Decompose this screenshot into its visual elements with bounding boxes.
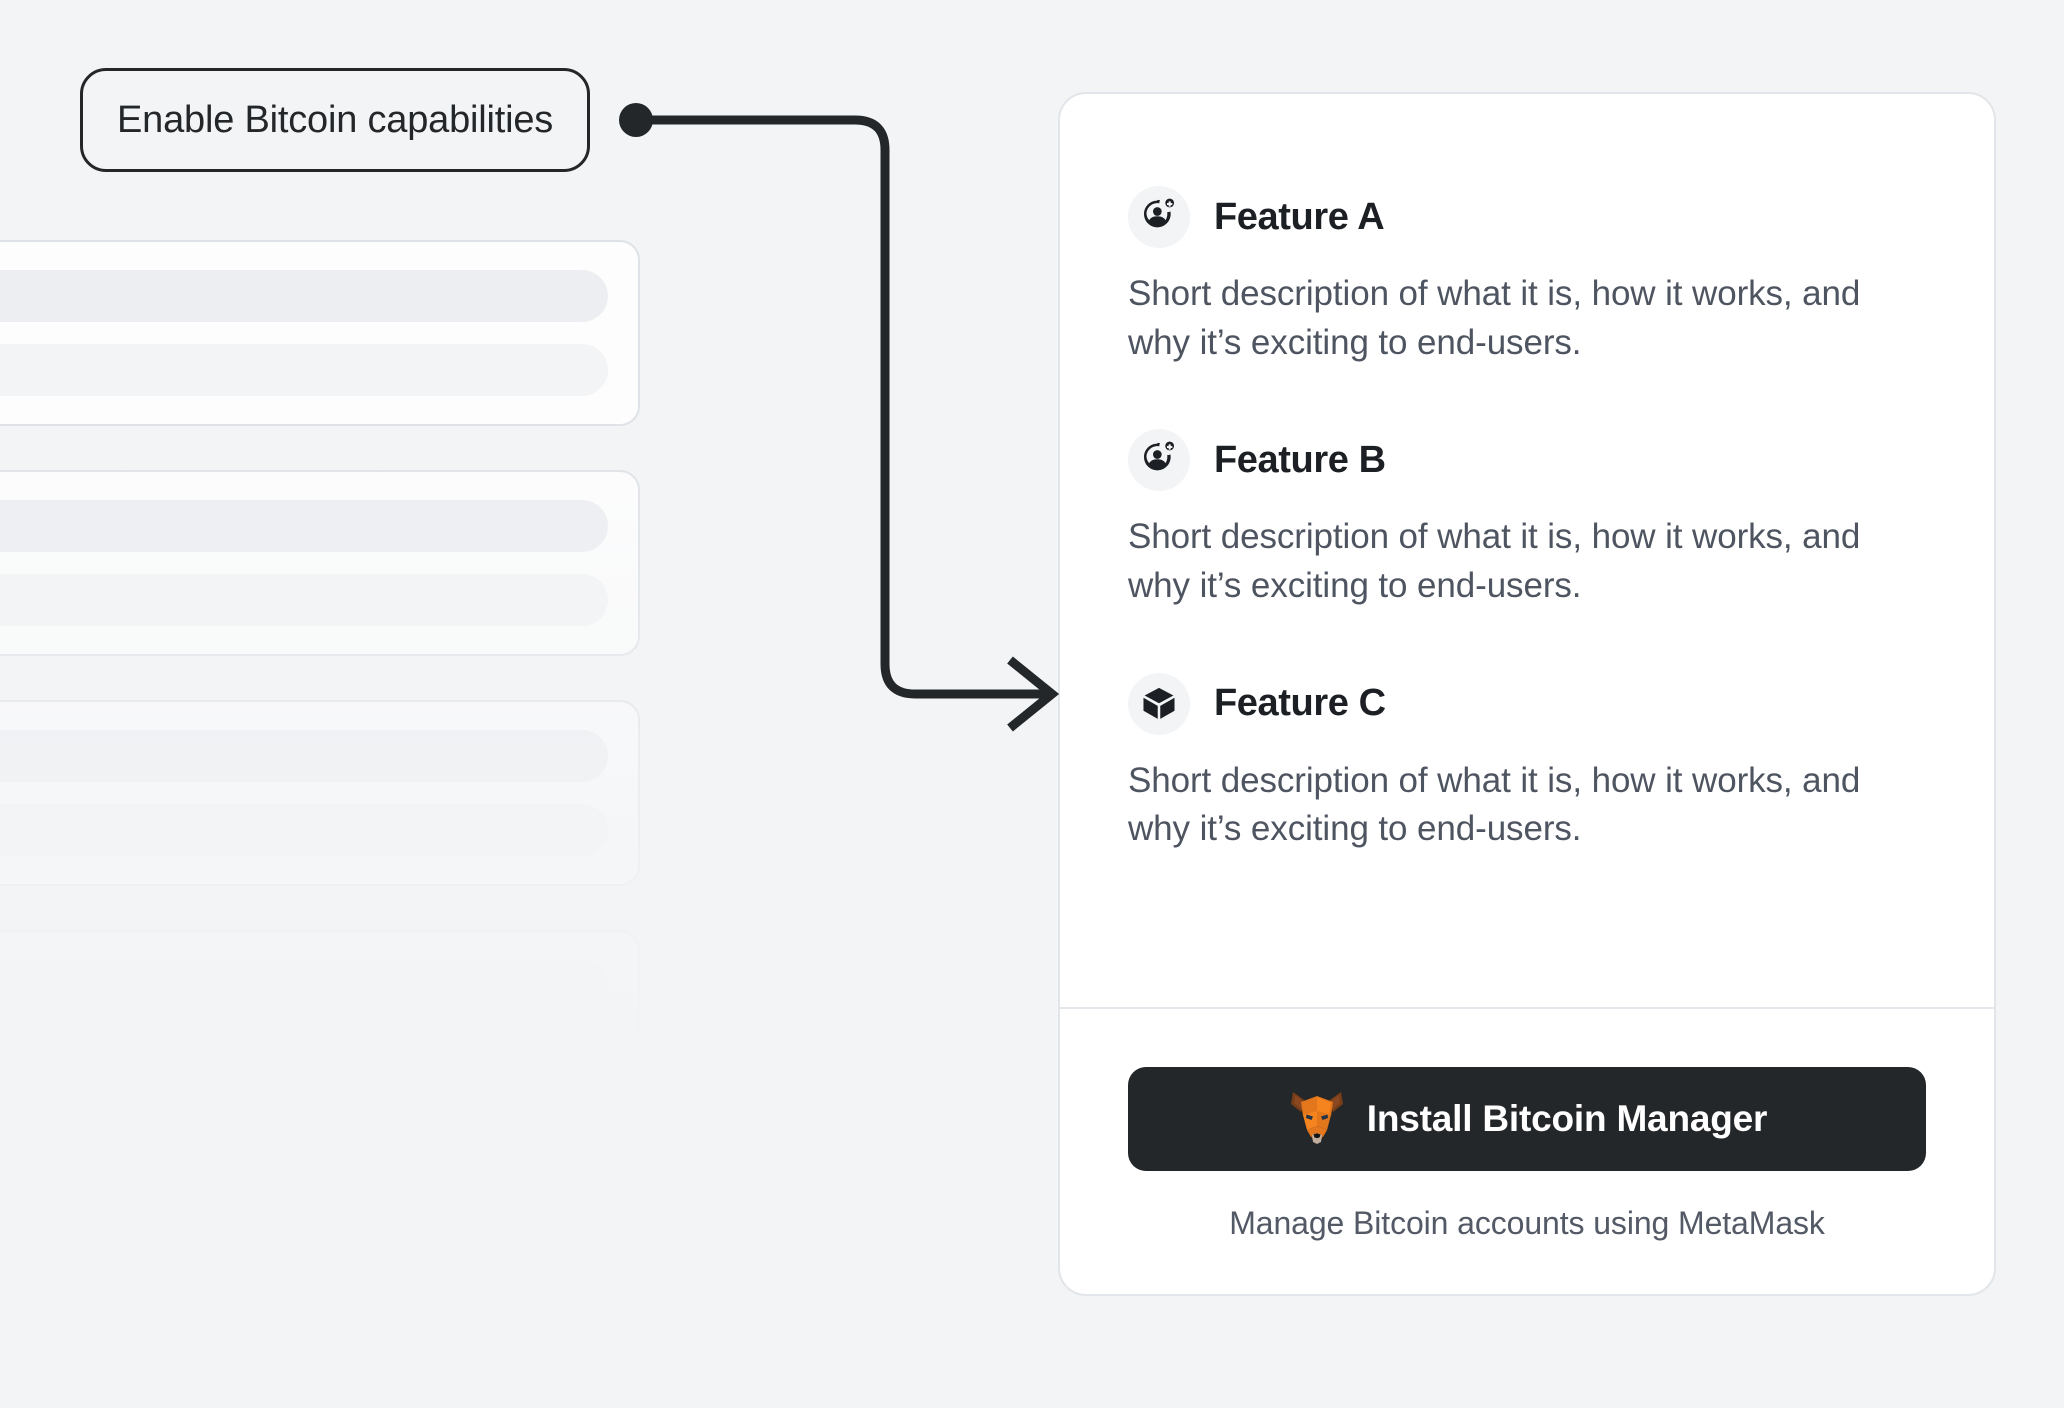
skeleton-card <box>0 700 640 886</box>
skeleton-bar-secondary <box>0 344 608 396</box>
callout-pill: Enable Bitcoin capabilities <box>80 68 591 172</box>
install-bitcoin-manager-button[interactable]: Install Bitcoin Manager <box>1128 1067 1926 1171</box>
feature-item: Feature B Short description of what it i… <box>1128 429 1926 610</box>
feature-item: Feature A Short description of what it i… <box>1128 186 1926 367</box>
feature-header: Feature B <box>1128 429 1926 492</box>
feature-title: Feature C <box>1214 682 1386 725</box>
skeleton-bar-primary <box>0 500 608 552</box>
connector-dot-icon <box>619 103 653 137</box>
skeleton-bar-secondary <box>0 1264 608 1316</box>
skeleton-card <box>0 470 640 656</box>
skeleton-bar-primary <box>0 960 608 1012</box>
install-section: Install Bitcoin Manager Manage Bitcoin a… <box>1060 1009 1994 1294</box>
skeleton-card <box>0 240 640 426</box>
feature-item: Feature C Short description of what it i… <box>1128 672 1926 854</box>
feature-description: Short description of what it is, how it … <box>1128 517 1861 605</box>
install-button-label: Install Bitcoin Manager <box>1366 1098 1768 1139</box>
account-add-icon <box>1128 429 1190 492</box>
skeleton-card <box>0 930 640 1116</box>
skeleton-bar-secondary <box>0 574 608 626</box>
install-caption: Manage Bitcoin accounts using MetaMask <box>1229 1205 1825 1241</box>
skeleton-bar-primary <box>0 270 608 322</box>
arrow-right-icon <box>1007 656 1060 732</box>
feature-header: Feature C <box>1128 672 1926 735</box>
skeleton-list <box>0 240 640 1390</box>
skeleton-bar-primary <box>0 1190 608 1242</box>
feature-title: Feature A <box>1214 195 1385 238</box>
feature-description: Short description of what it is, how it … <box>1128 274 1861 362</box>
feature-title: Feature B <box>1214 438 1386 481</box>
callout-label: Enable Bitcoin capabilities <box>117 98 554 141</box>
skeleton-bar-secondary <box>0 1034 608 1086</box>
skeleton-bar-secondary <box>0 804 608 856</box>
features-list: Feature A Short description of what it i… <box>1060 94 1994 941</box>
cube-icon <box>1128 672 1190 735</box>
metamask-fox-icon <box>1287 1090 1347 1149</box>
feature-card: Feature A Short description of what it i… <box>1058 92 1996 1296</box>
feature-description: Short description of what it is, how it … <box>1128 760 1861 849</box>
connector-path <box>636 115 1045 699</box>
skeleton-card <box>0 1160 640 1346</box>
card-divider <box>1060 1007 1994 1009</box>
account-add-icon <box>1128 186 1190 248</box>
skeleton-bar-primary <box>0 730 608 782</box>
feature-header: Feature A <box>1128 186 1926 248</box>
